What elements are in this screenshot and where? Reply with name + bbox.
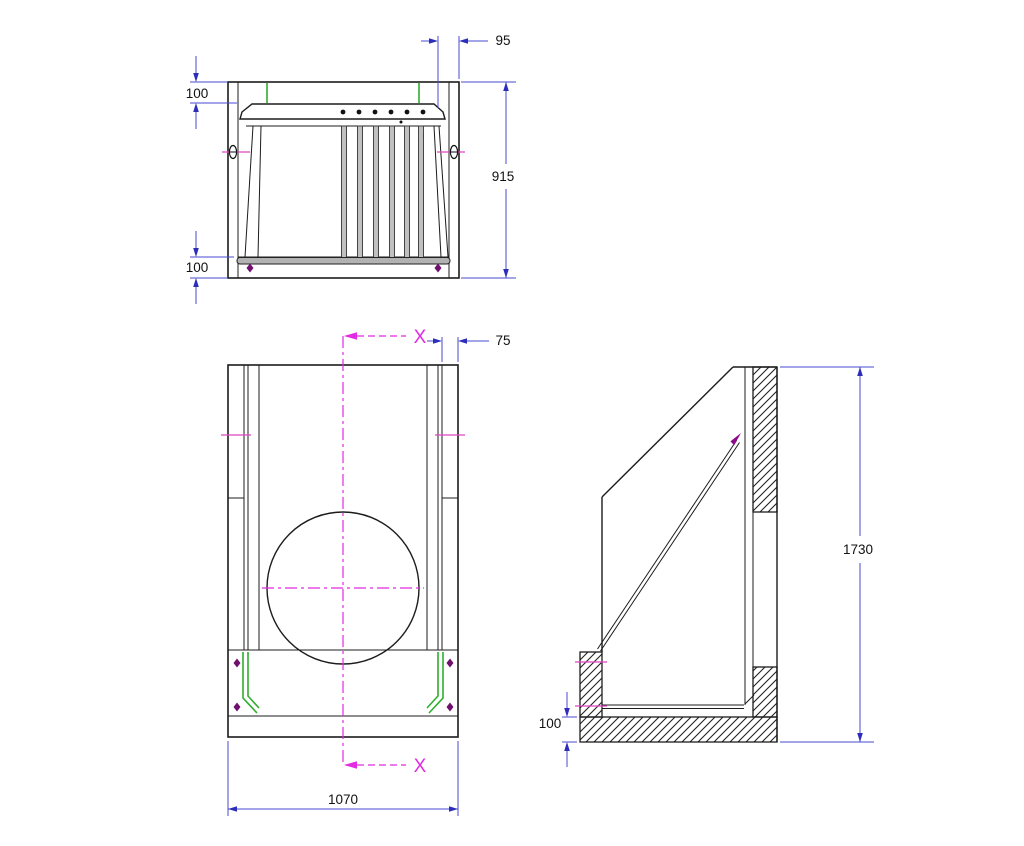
dimension-front-frame-offset: 95 [421, 33, 511, 108]
fixing-diamond [246, 263, 254, 273]
dimension-front-height: 915 [461, 81, 516, 279]
front-apron-wall-section [579, 651, 603, 718]
dim-label-1070: 1070 [328, 792, 358, 807]
bucket-side-right [433, 125, 449, 258]
stay-rod-arrow [730, 433, 741, 446]
plan-left-wall-lines [243, 365, 260, 650]
guide-channel-left [242, 652, 260, 714]
front-outer-frame [227, 81, 460, 279]
stay-rod [597, 433, 741, 652]
dimension-side-base: 100 [539, 692, 577, 767]
dim-label-100-bottom: 100 [186, 260, 209, 275]
grate-bar [357, 125, 363, 259]
guide-channel-right [426, 652, 444, 714]
section-label-top: X [414, 327, 427, 348]
grate-bar [373, 125, 379, 259]
section-arrow-top [344, 332, 357, 340]
back-wall-lower-section [752, 666, 778, 718]
front-elevation-view: 100 95 915 [186, 33, 516, 304]
section-label-bottom: X [414, 756, 427, 777]
grate-bars [341, 125, 424, 259]
sloped-front-edge [601, 366, 734, 498]
grate-bar [418, 125, 424, 259]
dim-label-100-base: 100 [539, 716, 562, 731]
plan-right-wall-lines [426, 365, 443, 650]
fixing-diamond [434, 263, 442, 273]
base-slab-section [579, 716, 778, 743]
lifting-eye-right [437, 144, 465, 160]
dim-label-95: 95 [495, 33, 510, 48]
dimension-front-base-depth: 100 [186, 231, 234, 304]
bucket-side-left [244, 125, 262, 258]
dimension-front-top-depth: 100 [186, 56, 237, 129]
dimension-plan-wall: 75 [427, 333, 511, 362]
dim-label-1730: 1730 [843, 542, 873, 557]
dim-label-915: 915 [492, 169, 515, 184]
dimension-side-height: 1730 [780, 366, 874, 743]
floor-chamfer [744, 694, 755, 705]
side-section-view: 1730 100 [539, 366, 874, 767]
flange-bolt-dots [340, 109, 426, 138]
bottom-rail [236, 257, 451, 265]
grate-bar [404, 125, 410, 259]
grate-bar [341, 125, 347, 259]
lifting-eye-left [222, 144, 250, 160]
grate-bar [389, 125, 395, 259]
section-arrow-bottom [344, 761, 357, 769]
plan-view: X X 75 1070 [221, 327, 511, 816]
dimension-plan-width: 1070 [227, 741, 459, 816]
dim-label-75: 75 [495, 333, 510, 348]
grating-top-flange [239, 103, 446, 120]
plan-fixing-diamonds [233, 658, 454, 712]
section-line-x: X X [262, 327, 427, 777]
dim-label-100-top: 100 [186, 86, 209, 101]
back-wall-upper-section [752, 366, 778, 513]
